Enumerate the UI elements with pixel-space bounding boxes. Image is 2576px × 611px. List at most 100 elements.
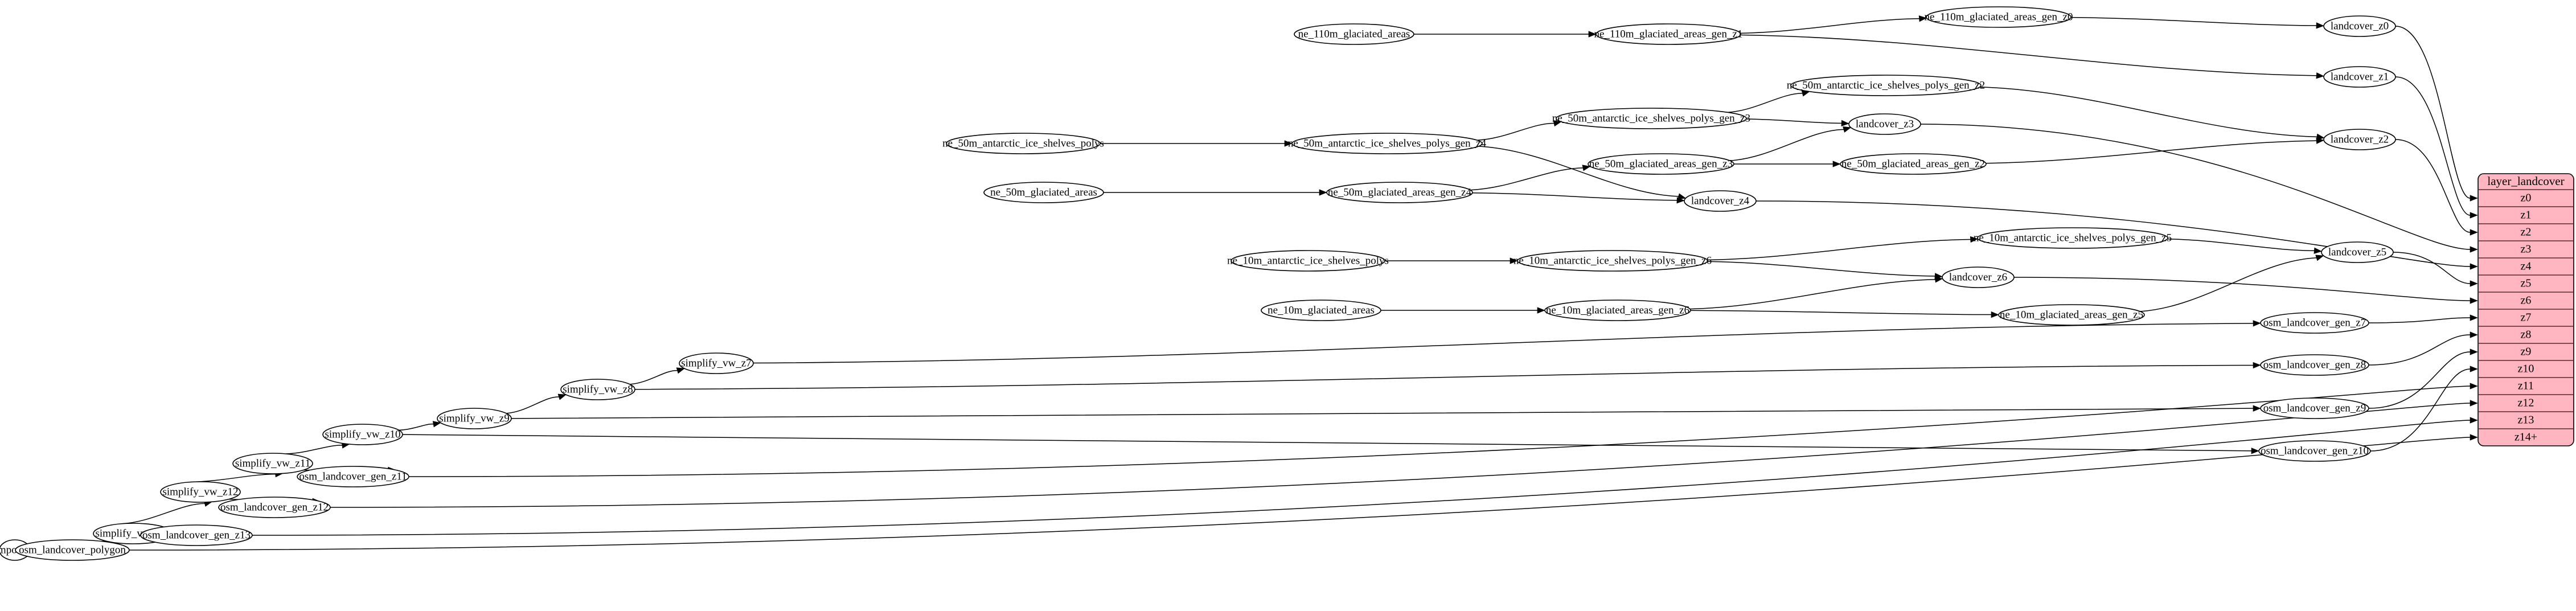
node-ne_10m_antarctic_ice_shelves_polys_gen_z6[interactable]: ne_10m_antarctic_ice_shelves_polys_gen_z… bbox=[1513, 250, 1712, 272]
node-ne_10m_antarctic_ice_shelves_polys_gen_z5[interactable]: ne_10m_antarctic_ice_shelves_polys_gen_z… bbox=[1974, 227, 2172, 249]
node-simplify_vw_z8[interactable]: simplify_vw_z8 bbox=[560, 379, 635, 400]
node-simplify_vw_z11[interactable]: simplify_vw_z11 bbox=[232, 453, 313, 474]
node-landcover_z0[interactable]: landcover_z0 bbox=[2323, 15, 2396, 37]
edge-path bbox=[1707, 239, 1971, 261]
node-ne_50m_glaciated_areas[interactable]: ne_50m_glaciated_areas bbox=[983, 182, 1104, 203]
edge-landcover_z2-to-layer_landcover-z2 bbox=[2395, 139, 2478, 236]
node-label: ne_50m_glaciated_areas_gen_z4 bbox=[1328, 186, 1472, 198]
record-row-z1[interactable]: z1 bbox=[2521, 209, 2532, 222]
node-simplify_vw_z9[interactable]: simplify_vw_z9 bbox=[437, 408, 512, 429]
node-ne_110m_glaciated_areas[interactable]: ne_110m_glaciated_areas bbox=[1294, 23, 1414, 45]
edge-path bbox=[330, 403, 2471, 508]
node-ellipse bbox=[297, 466, 409, 487]
node-ne_50m_glaciated_areas_gen_z3[interactable]: ne_50m_glaciated_areas_gen_z3 bbox=[1588, 153, 1734, 175]
edge-arrowhead bbox=[1991, 311, 1999, 318]
node-ellipse bbox=[2323, 15, 2396, 37]
node-landcover_z4[interactable]: landcover_z4 bbox=[1684, 190, 1757, 212]
edge-landcover_z6-to-layer_landcover-z6 bbox=[2013, 277, 2478, 304]
edge-ne_10m_glaciated_areas_gen_z6-to-landcover_z6 bbox=[1689, 276, 1943, 310]
record-row-z2[interactable]: z2 bbox=[2521, 226, 2532, 239]
edge-arrowhead bbox=[2470, 195, 2478, 202]
node-osm_landcover_gen_z13[interactable]: osm_landcover_gen_z13 bbox=[140, 524, 253, 546]
edge-ne_10m_glaciated_areas-to-ne_10m_glaciated_areas_gen_z6 bbox=[1380, 307, 1545, 314]
node-landcover_z2[interactable]: landcover_z2 bbox=[2323, 129, 2396, 150]
node-osm_landcover_gen_z7[interactable]: osm_landcover_gen_z7 bbox=[2260, 312, 2369, 334]
record-row-z9[interactable]: z9 bbox=[2521, 346, 2532, 358]
node-ne_50m_antarctic_ice_shelves_polys_gen_z2[interactable]: ne_50m_antarctic_ice_shelves_polys_gen_z… bbox=[1787, 75, 1985, 96]
node-ne_50m_glaciated_areas_gen_z2[interactable]: ne_50m_glaciated_areas_gen_z2 bbox=[1840, 153, 1987, 175]
node-landcover_z6[interactable]: landcover_z6 bbox=[1942, 266, 2015, 288]
node-ellipse bbox=[1517, 250, 1708, 272]
node-ne_10m_glaciated_areas_gen_z5[interactable]: ne_10m_glaciated_areas_gen_z5 bbox=[1998, 304, 2145, 326]
edge-path bbox=[1707, 261, 1935, 277]
node-osm_landcover_gen_z12[interactable]: osm_landcover_gen_z12 bbox=[218, 497, 331, 518]
node-ne_110m_glaciated_areas_gen_z1[interactable]: ne_110m_glaciated_areas_gen_z1 bbox=[1594, 23, 1743, 45]
record-row-z6[interactable]: z6 bbox=[2521, 294, 2532, 307]
edge-osm_landcover_gen_z13-to-layer_landcover-z13 bbox=[252, 417, 2478, 536]
node-simplify_vw_z7[interactable]: simplify_vw_z7 bbox=[679, 352, 754, 374]
edge-arrowhead bbox=[2470, 366, 2478, 372]
nodes-layer: imposm3osm_landcover_polygonsimplify_vw_… bbox=[0, 6, 2396, 561]
edge-simplify_vw_z9-to-osm_landcover_gen_z9 bbox=[511, 405, 2261, 419]
node-label: simplify_vw_z11 bbox=[235, 457, 310, 469]
node-ellipse bbox=[232, 453, 313, 474]
node-ne_110m_glaciated_areas_gen_z0[interactable]: ne_110m_glaciated_areas_gen_z0 bbox=[1925, 6, 2073, 28]
node-ne_50m_antarctic_ice_shelves_polys[interactable]: ne_50m_antarctic_ice_shelves_polys bbox=[942, 133, 1104, 154]
edge-simplify_vw_z7-to-osm_landcover_gen_z7 bbox=[753, 320, 2261, 364]
edge-ne_10m_antarctic_ice_shelves_polys_gen_z5-to-landcover_z5 bbox=[2167, 238, 2323, 254]
record-row-z5[interactable]: z5 bbox=[2521, 277, 2532, 290]
record-row-z13[interactable]: z13 bbox=[2518, 414, 2534, 427]
node-osm_landcover_gen_z9[interactable]: osm_landcover_gen_z9 bbox=[2260, 397, 2369, 419]
node-simplify_vw_z10[interactable]: simplify_vw_z10 bbox=[322, 424, 403, 445]
edge-arrowhead bbox=[1970, 236, 1979, 243]
node-ne_10m_glaciated_areas_gen_z6[interactable]: ne_10m_glaciated_areas_gen_z6 bbox=[1544, 300, 1691, 321]
edge-arrowhead bbox=[1509, 257, 1518, 264]
edge-path bbox=[634, 364, 2254, 390]
edge-path bbox=[1470, 167, 1583, 191]
node-ellipse bbox=[1848, 113, 1921, 135]
node-ne_50m_antarctic_ice_shelves_polys_gen_z4[interactable]: ne_50m_antarctic_ice_shelves_polys_gen_z… bbox=[1288, 133, 1487, 154]
node-osm_landcover_gen_z11[interactable]: osm_landcover_gen_z11 bbox=[297, 466, 409, 487]
edge-path bbox=[1755, 200, 2471, 267]
node-osm_landcover_gen_z8[interactable]: osm_landcover_gen_z8 bbox=[2260, 354, 2369, 376]
edge-arrowhead bbox=[2315, 255, 2324, 261]
edge-landcover_z0-to-layer_landcover-z0 bbox=[2395, 26, 2478, 202]
node-landcover_z1[interactable]: landcover_z1 bbox=[2323, 66, 2396, 88]
edge-path bbox=[1472, 192, 1677, 201]
record-row-z3[interactable]: z3 bbox=[2521, 243, 2532, 256]
node-label: landcover_z1 bbox=[2331, 71, 2389, 83]
node-osm_landcover_polygon[interactable]: osm_landcover_polygon bbox=[15, 539, 130, 561]
edge-path bbox=[2368, 351, 2471, 409]
record-row-z4[interactable]: z4 bbox=[2521, 260, 2532, 273]
edge-ne_10m_glaciated_areas_gen_z6-to-ne_10m_glaciated_areas_gen_z5 bbox=[1690, 310, 1999, 318]
edge-arrowhead bbox=[2253, 362, 2261, 369]
node-ellipse bbox=[1942, 266, 2015, 288]
node-ne_50m_glaciated_areas_gen_z4[interactable]: ne_50m_glaciated_areas_gen_z4 bbox=[1326, 182, 1473, 203]
node-ne_10m_glaciated_areas[interactable]: ne_10m_glaciated_areas bbox=[1261, 300, 1381, 321]
node-ellipse bbox=[1926, 6, 2072, 28]
record-row-z10[interactable]: z10 bbox=[2518, 363, 2534, 375]
record-row-z7[interactable]: z7 bbox=[2521, 311, 2532, 324]
edge-ne_50m_antarctic_ice_shelves_polys_gen_z2-to-landcover_z2 bbox=[1979, 87, 2325, 140]
node-ne_50m_antarctic_ice_shelves_polys_gen_z3[interactable]: ne_50m_antarctic_ice_shelves_polys_gen_z… bbox=[1552, 108, 1750, 129]
edge-ne_50m_antarctic_ice_shelves_polys_gen_z4-to-landcover_z4 bbox=[1478, 146, 1687, 200]
record-row-z11[interactable]: z11 bbox=[2518, 380, 2534, 392]
record-row-z12[interactable]: z12 bbox=[2518, 397, 2534, 409]
edge-ne_50m_glaciated_areas_gen_z2-to-landcover_z2 bbox=[1986, 137, 2324, 164]
record-row-z14p[interactable]: z14+ bbox=[2515, 431, 2537, 444]
record-row-z8[interactable]: z8 bbox=[2521, 329, 2532, 341]
edge-arrowhead bbox=[557, 393, 567, 400]
node-ne_10m_antarctic_ice_shelves_polys[interactable]: ne_10m_antarctic_ice_shelves_polys bbox=[1227, 250, 1389, 272]
edge-ne_10m_glaciated_areas_gen_z5-to-landcover_z5 bbox=[2140, 255, 2324, 312]
node-landcover_z5[interactable]: landcover_z5 bbox=[2321, 241, 2394, 263]
edge-arrowhead bbox=[1841, 120, 1849, 127]
node-ellipse bbox=[679, 352, 754, 374]
node-osm_landcover_gen_z10[interactable]: osm_landcover_gen_z10 bbox=[2258, 440, 2371, 462]
record-node-layer-landcover[interactable]: layer_landcoverz0z1z2z3z4z5z6z7z8z9z10z1… bbox=[2477, 173, 2574, 446]
node-simplify_vw_z12[interactable]: simplify_vw_z12 bbox=[160, 481, 241, 503]
edge-ne_110m_glaciated_areas_gen_z1-to-landcover_z1 bbox=[1740, 34, 2324, 79]
node-landcover_z3[interactable]: landcover_z3 bbox=[1848, 113, 1921, 135]
record-row-z0[interactable]: z0 bbox=[2521, 192, 2532, 204]
edge-path bbox=[629, 370, 678, 385]
